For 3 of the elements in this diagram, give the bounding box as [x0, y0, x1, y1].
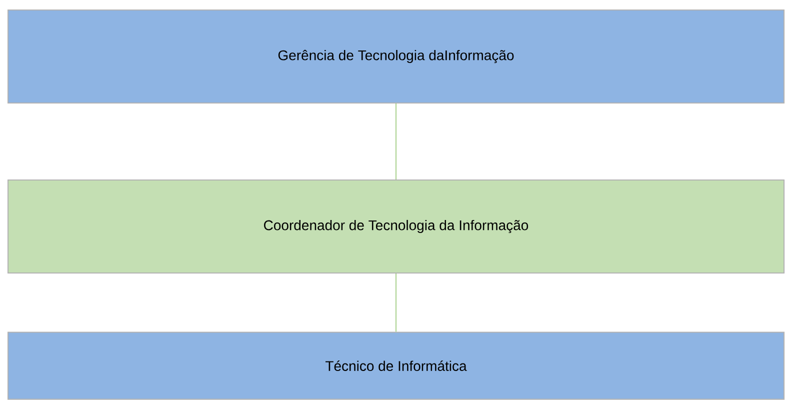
org-box: Técnico de Informática — [8, 332, 784, 400]
org-box: Coordenador de Tecnologia da Informação — [8, 180, 784, 274]
org-box: Gerência de Tecnologia daInformação — [8, 10, 784, 104]
